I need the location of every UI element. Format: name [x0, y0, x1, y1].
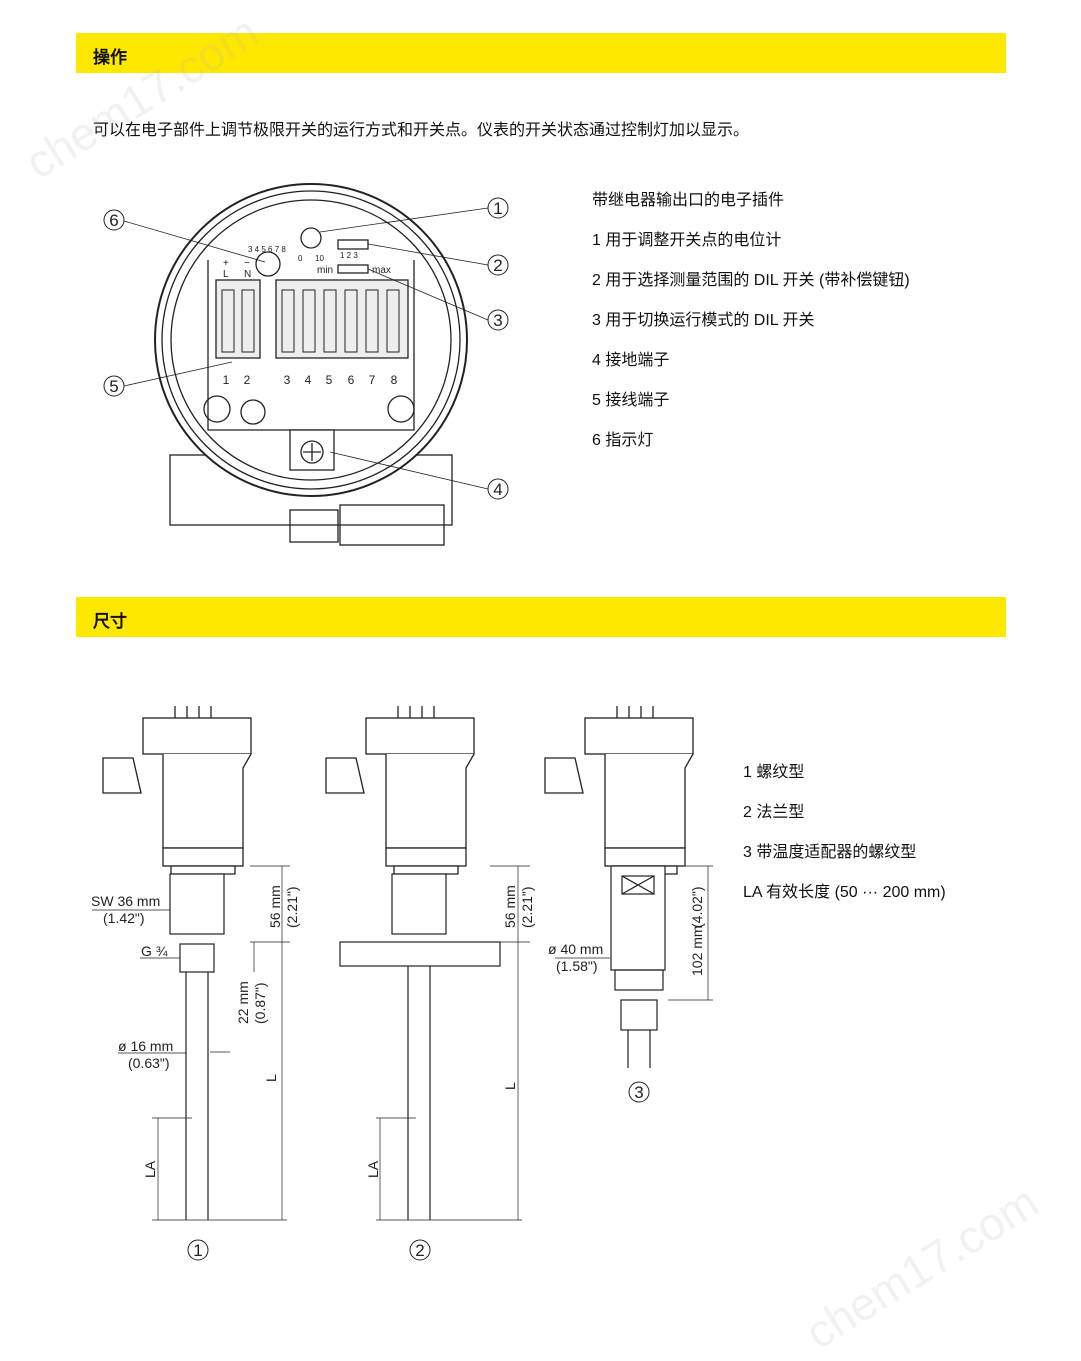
height-56-label: 56 mm	[267, 885, 283, 928]
height-56-inch-label: (2.21")	[284, 886, 300, 928]
height-56-inch-label: (2.21")	[519, 886, 535, 928]
length-LA-label: LA	[142, 1160, 158, 1178]
terminal: 7	[369, 373, 376, 387]
diameter-16-inch-label: (0.63")	[128, 1055, 170, 1071]
pot-0: 0	[298, 254, 303, 263]
legend-item: 3 用于切换运行模式的 DIL 开关	[592, 312, 815, 329]
thread-label: G ¾	[141, 943, 168, 959]
diameter-16-label: ø 16 mm	[118, 1038, 173, 1054]
section-header-operation: 操作	[76, 33, 1006, 73]
intro-text: 可以在电子部件上调节极限开关的运行方式和开关点。仪表的开关状态通过控制灯加以显示…	[93, 122, 750, 139]
terminal: 1	[223, 373, 230, 387]
label-L: L	[223, 269, 229, 280]
dil-123: 1 2 3	[340, 251, 358, 260]
diameter-40-inch-label: (1.58")	[556, 958, 598, 974]
terminal-numbers: 1 2 3 4 5 6 7 8	[223, 373, 398, 387]
terminal: 3	[284, 373, 291, 387]
height-102-inch-label: (4.02")	[689, 886, 705, 928]
length-L-label: L	[502, 1082, 518, 1090]
pot-scale: 3 4 5 6 7 8	[248, 245, 286, 254]
terminal: 6	[348, 373, 355, 387]
pot-10: 10	[315, 254, 324, 263]
label-minus: −	[244, 258, 250, 269]
sw-inch-label: (1.42")	[103, 910, 145, 926]
dimensions-legend: 1 螺纹型 2 法兰型 3 带温度适配器的螺纹型 LA 有效长度 (50 ···…	[743, 762, 946, 922]
diameter-40-label: ø 40 mm	[548, 941, 603, 957]
legend-item: 5 接线端子	[592, 392, 670, 409]
height-102-label: 102 mm	[689, 925, 705, 976]
callout-circles	[103, 197, 509, 500]
variant-number: 3	[634, 1083, 643, 1102]
legend-item: 2 用于选择测量范围的 DIL 开关 (带补偿键钮)	[592, 272, 910, 289]
label-min: min	[317, 265, 333, 276]
electronics-diagram	[103, 183, 509, 546]
variant-2-flange	[325, 705, 530, 1221]
height-56-label: 56 mm	[502, 885, 518, 928]
variant-1-thread	[92, 705, 290, 1221]
callout-6: 6	[109, 211, 118, 230]
height-22-inch-label: (0.87")	[252, 982, 268, 1024]
terminal: 4	[305, 373, 312, 387]
callout-5: 5	[109, 377, 118, 396]
legend-item: 4 接地端子	[592, 352, 670, 369]
legend-item: 带继电器输出口的电子插件	[592, 192, 785, 209]
legend-item: 3 带温度适配器的螺纹型	[743, 844, 917, 861]
terminal: 2	[244, 373, 251, 387]
legend-item: 1 用于调整开关点的电位计	[592, 232, 782, 249]
terminal: 5	[326, 373, 333, 387]
legend-item: 2 法兰型	[743, 804, 805, 821]
label-max: max	[372, 265, 391, 276]
terminal: 8	[391, 373, 398, 387]
length-LA-label: LA	[365, 1160, 381, 1178]
dimension-labels: SW 36 mm (1.42") G ¾ ø 16 mm (0.63") 56 …	[91, 885, 705, 1178]
section-header-dimensions: 尺寸	[76, 597, 1006, 637]
section-title: 操作	[93, 48, 127, 67]
callout-4: 4	[493, 480, 502, 499]
section-title: 尺寸	[93, 612, 127, 631]
callout-1: 1	[493, 199, 502, 218]
operation-legend: 带继电器输出口的电子插件 1 用于调整开关点的电位计 2 用于选择测量范围的 D…	[592, 190, 910, 470]
label-plus: +	[223, 258, 229, 269]
legend-item: 6 指示灯	[592, 432, 654, 449]
sw-label: SW 36 mm	[91, 893, 160, 909]
length-L-label: L	[263, 1074, 279, 1082]
height-22-label: 22 mm	[235, 981, 251, 1024]
legend-item: LA 有效长度 (50 ··· 200 mm)	[743, 884, 946, 901]
callout-2: 2	[493, 256, 502, 275]
variant-3-temp-adapter	[544, 705, 713, 1068]
label-N: N	[244, 269, 251, 280]
legend-item: 1 螺纹型	[743, 764, 805, 781]
variant-number: 1	[193, 1241, 202, 1260]
variant-number: 2	[415, 1241, 424, 1260]
callout-3: 3	[493, 311, 502, 330]
